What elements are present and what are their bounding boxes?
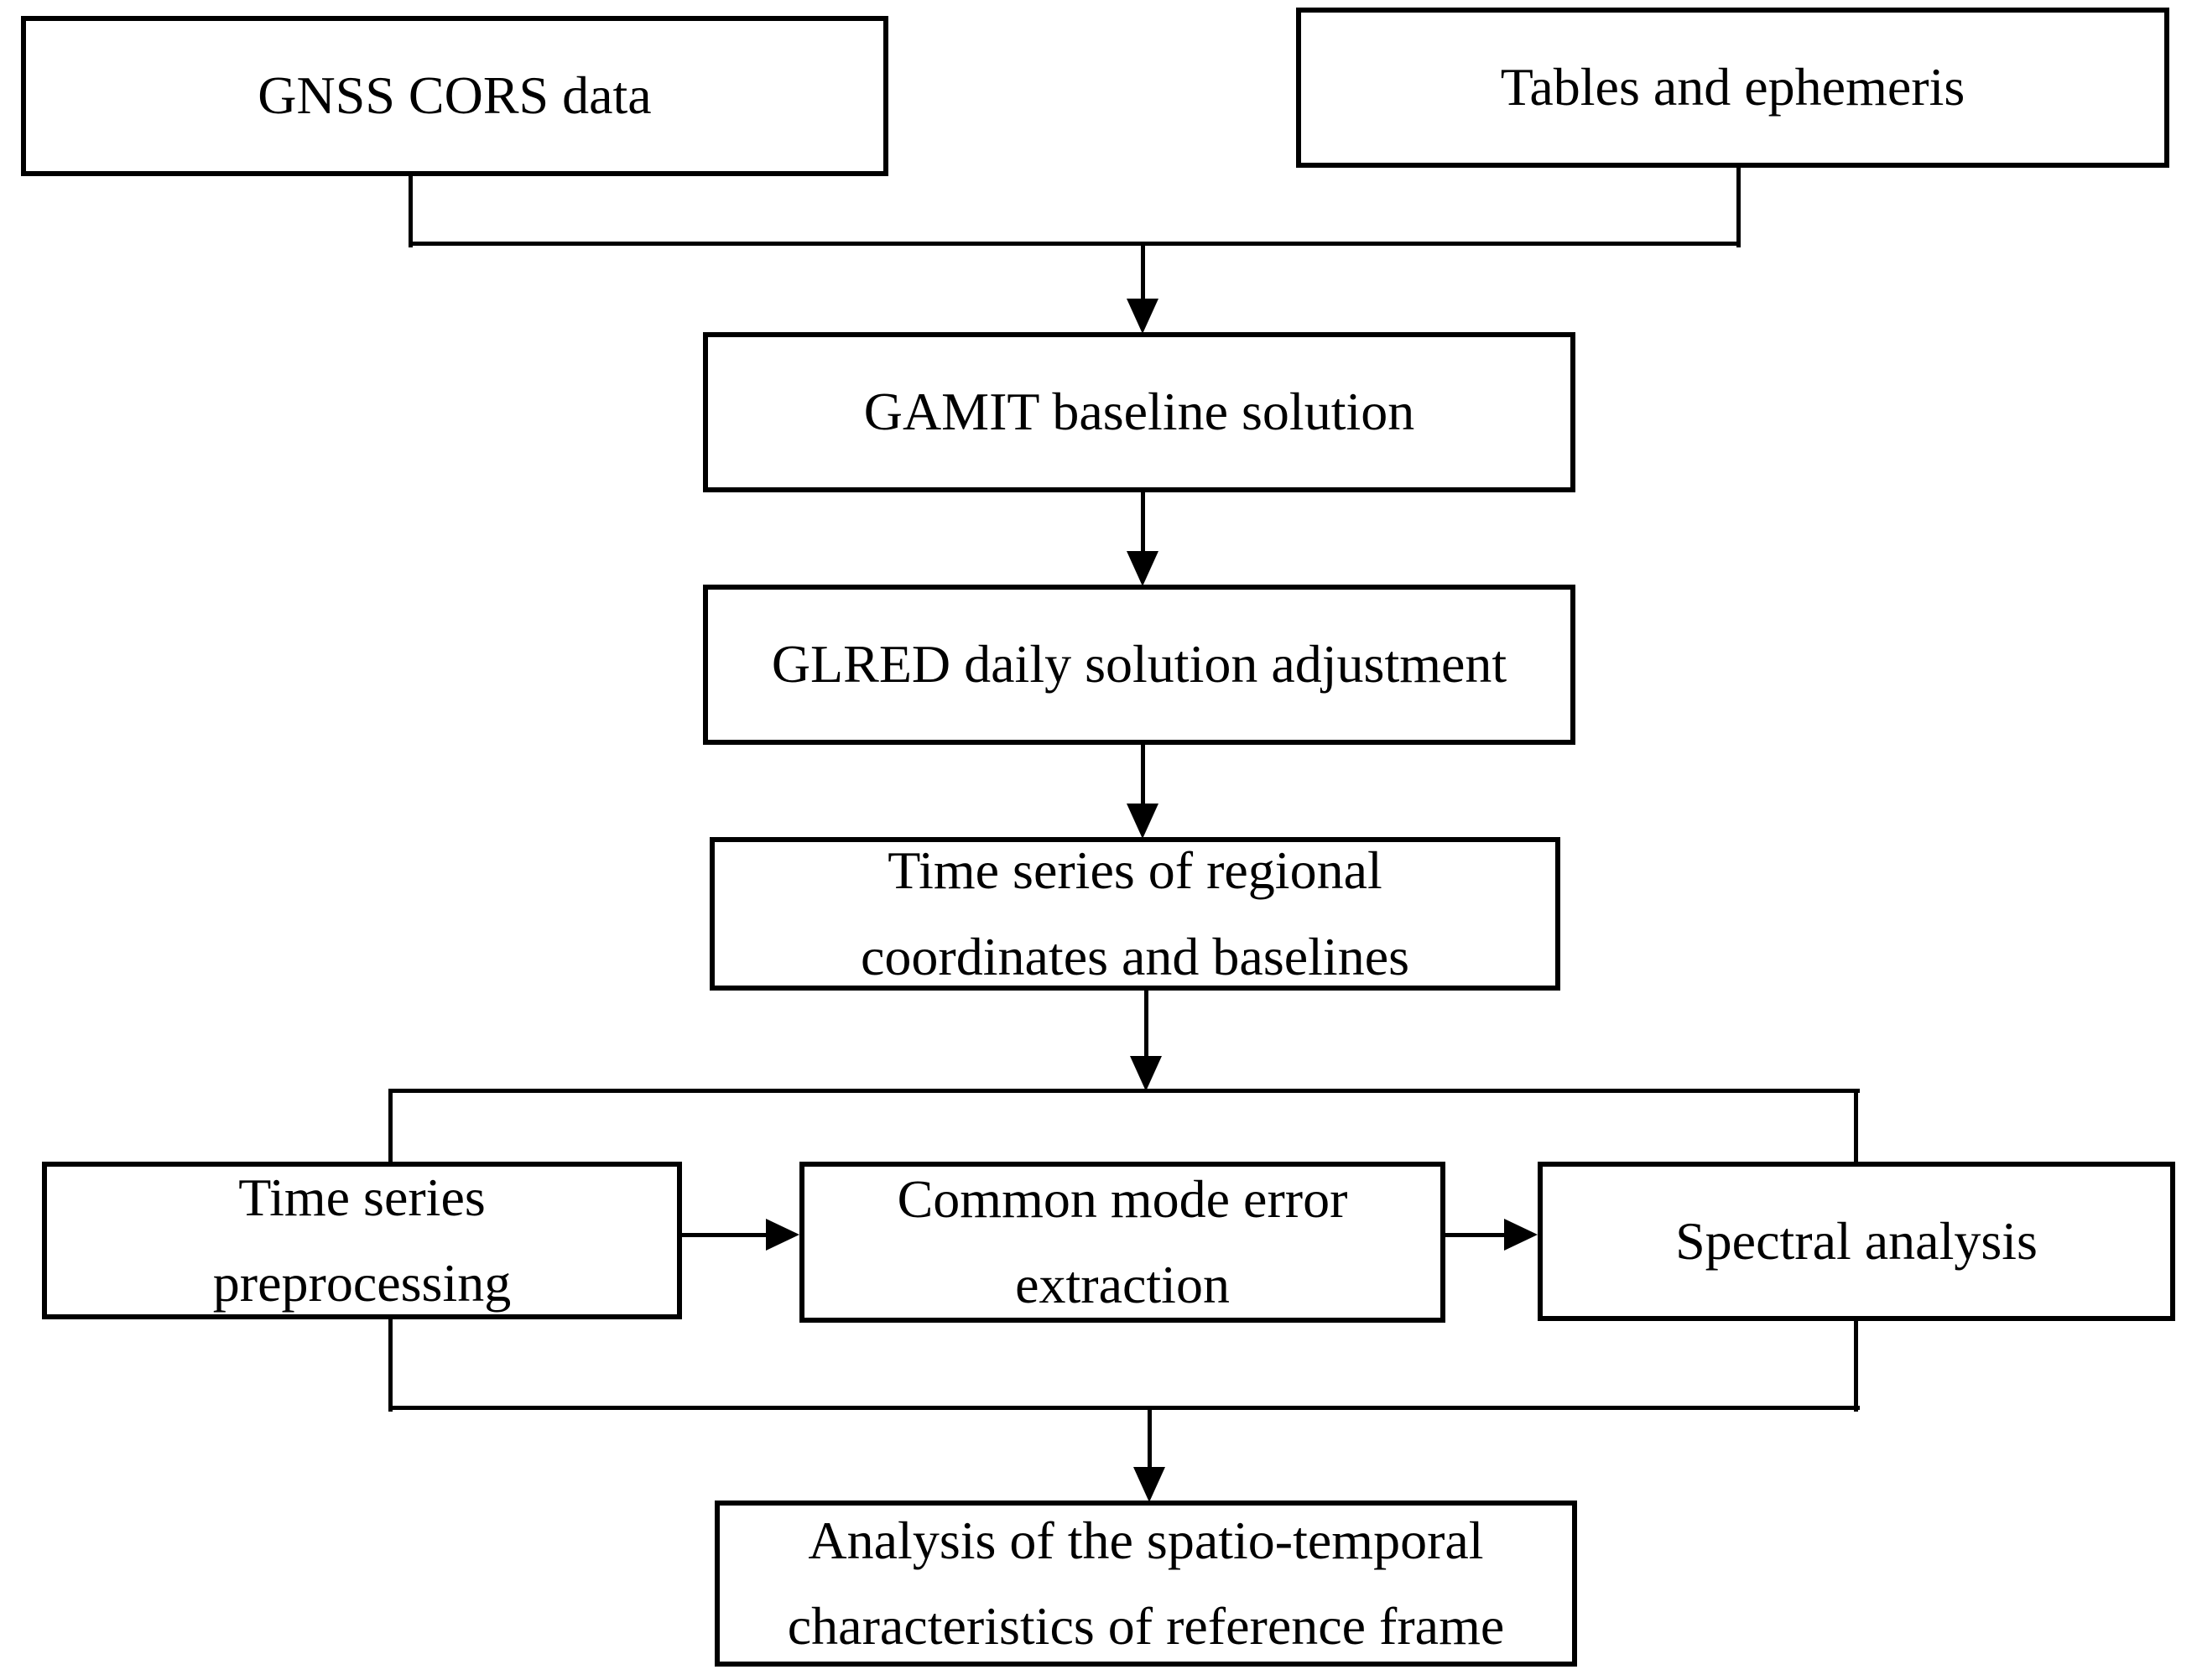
node-tables-and-ephemeris: Tables and ephemeris [1296,8,2169,168]
node-glred-daily-solution-adjustment: GLRED daily solution adjustment [703,585,1575,745]
connector-bracket-top [388,1089,1860,1093]
connector-gamit-to-glred [1141,488,1145,553]
connector-cme-to-spectral [1441,1233,1506,1237]
arrowhead-into-timeseries [1127,804,1158,839]
connector-bracket-drop-left [388,1090,393,1164]
connector-preprocessing-to-cme [678,1233,768,1237]
node-analysis-of-spatio-temporal-characteristics: Analysis of the spatio-temporal characte… [715,1501,1577,1667]
connector-timeseries-to-bracket [1144,986,1148,1058]
node-gamit-baseline-solution: GAMIT baseline solution [703,332,1575,492]
connector-to-final-analysis [1148,1406,1152,1469]
arrowhead-into-glred [1127,551,1158,586]
connector-bracket-bottom [388,1406,1860,1410]
node-gnss-cors-data: GNSS CORS data [21,16,888,176]
node-spectral-analysis: Spectral analysis [1538,1162,2175,1321]
arrowhead-into-cme [766,1219,799,1251]
connector-glred-to-timeseries [1141,741,1145,805]
arrowhead-into-spectral [1504,1219,1538,1251]
connector-gnss-drop [409,172,413,247]
arrowhead-into-gamit [1127,299,1158,334]
connector-ephemeris-drop [1736,164,1741,247]
connector-preprocessing-down [388,1315,393,1412]
arrowhead-into-bracket [1130,1056,1162,1091]
node-time-series-of-regional-coordinates: Time series of regional coordinates and … [710,837,1560,991]
connector-merge-horizontal [409,242,1741,246]
node-time-series-preprocessing: Time series preprocessing [42,1162,682,1319]
node-common-mode-error-extraction: Common mode error extraction [799,1162,1445,1323]
connector-to-gamit [1141,242,1145,300]
connector-bracket-drop-right [1854,1090,1858,1164]
connector-spectral-down [1854,1317,1858,1412]
arrowhead-into-final-analysis [1133,1467,1165,1502]
